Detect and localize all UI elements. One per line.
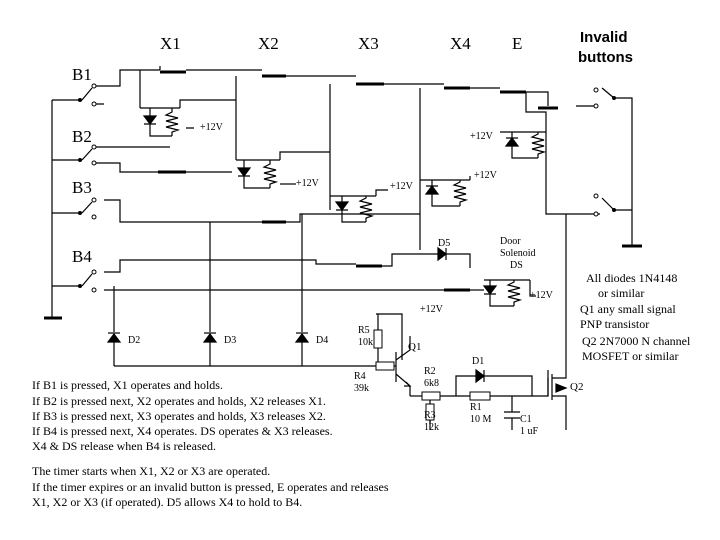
invalid-label-line2: buttons	[578, 49, 633, 66]
r1-label: R1	[470, 402, 482, 413]
sequence-line-1: If B1 is pressed, X1 operates and holds.	[32, 378, 223, 392]
door-label-line3: DS	[510, 260, 523, 271]
button-label-b4: B4	[72, 247, 92, 266]
relay-label-x2: X2	[258, 34, 279, 53]
button-label-b1: B1	[72, 65, 92, 84]
supply-label-3: +12V	[390, 181, 414, 192]
supply-label-7: +12V	[420, 304, 444, 315]
r4-label: R4	[354, 371, 366, 382]
d1-label: D1	[472, 356, 484, 367]
r5-label: R5	[358, 325, 370, 336]
button-label-b2: B2	[72, 127, 92, 146]
q1-label: Q1	[408, 341, 421, 353]
door-solenoid-ds	[482, 279, 536, 307]
invalid-button-2	[593, 193, 632, 217]
supply-label-1: +12V	[200, 122, 224, 133]
sequence-line-2: If B2 is pressed next, X2 operates and h…	[32, 394, 326, 408]
supply-label-4: +12V	[474, 170, 498, 181]
relay-coil-x4	[104, 176, 484, 292]
note-line-1: All diodes 1N4148	[586, 271, 677, 285]
button-switch-b3	[78, 197, 97, 220]
q2-label: Q2	[570, 381, 583, 393]
supply-label-2: +12V	[296, 178, 320, 189]
sequence-description: If B1 is pressed, X1 operates and holds.…	[32, 378, 333, 453]
relay-coil-x1	[104, 99, 236, 174]
relay-label-e: E	[512, 34, 522, 53]
diode-label-d3: D3	[224, 335, 236, 346]
relay-coil-x2	[104, 151, 420, 224]
sequence-line-5: X4 & DS release when B4 is released.	[32, 439, 216, 453]
relay-coil-x3	[330, 189, 388, 223]
c1-value: 1 uF	[520, 426, 539, 437]
r2-label: R2	[424, 366, 436, 377]
sequence-line-4: If B4 is pressed next, X4 operates. DS o…	[32, 424, 333, 438]
note-line-4: PNP transistor	[580, 317, 649, 331]
timer-line-3: X1, X2 or X3 (if operated). D5 allows X4…	[32, 495, 302, 509]
diode-label-d5: D5	[438, 238, 450, 249]
diode-label-d4: D4	[316, 335, 328, 346]
top-contact-chain	[104, 66, 558, 250]
button-switch-b2	[78, 144, 104, 166]
note-line-2: or similar	[598, 286, 644, 300]
r2-value: 6k8	[424, 378, 439, 389]
left-rail	[44, 99, 80, 320]
r4-value: 39k	[354, 383, 369, 394]
timer-line-1: The timer starts when X1, X2 or X3 are o…	[32, 464, 270, 478]
timer-diodes	[106, 214, 376, 367]
button-switch-b1	[78, 83, 104, 107]
invalid-label-line1: Invalid	[580, 29, 628, 46]
timer-description: The timer starts when X1, X2 or X3 are o…	[32, 464, 389, 509]
relay-coil-e	[500, 92, 600, 215]
note-line-3: Q1 any small signal	[580, 302, 676, 316]
note-line-5: Q2 2N7000 N channel	[582, 334, 691, 348]
component-notes: All diodes 1N4148 or similar Q1 any smal…	[580, 271, 691, 363]
r3-value: 12k	[424, 422, 439, 433]
c1-label: C1	[520, 414, 532, 425]
supply-label-6: +12V	[470, 131, 494, 142]
r5-value: 10k	[358, 337, 373, 348]
door-label-line1: Door	[500, 236, 521, 247]
note-line-6: MOSFET or similar	[582, 349, 678, 363]
supply-label-5: +12V	[530, 290, 554, 301]
button-switch-b4	[78, 269, 97, 293]
invalid-button-1	[576, 87, 642, 248]
relay-label-x4: X4	[450, 34, 471, 53]
door-label-line2: Solenoid	[500, 248, 536, 259]
sequence-line-3: If B3 is pressed next, X3 operates and h…	[32, 409, 326, 423]
r3-label: R3	[424, 410, 436, 421]
relay-label-x3: X3	[358, 34, 379, 53]
relay-label-x1: X1	[160, 34, 181, 53]
diode-label-d2: D2	[128, 335, 140, 346]
timer-circuit	[373, 214, 568, 430]
button-label-b3: B3	[72, 178, 92, 197]
timer-line-2: If the timer expires or an invalid butto…	[32, 480, 389, 494]
r1-value: 10 M	[470, 414, 492, 425]
